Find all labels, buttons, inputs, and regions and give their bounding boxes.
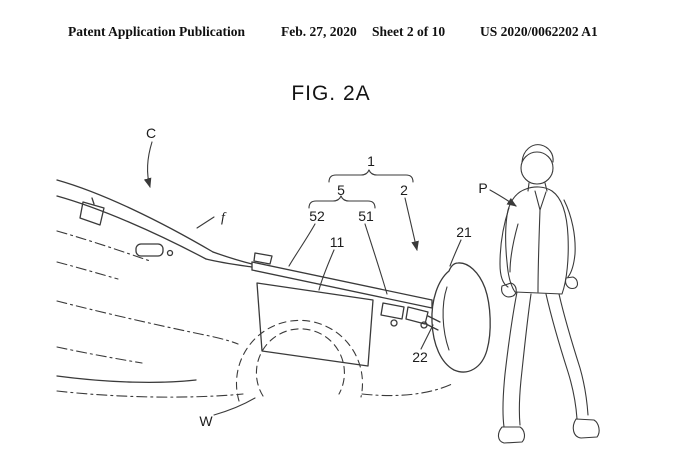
label-22: 22	[412, 349, 428, 365]
brace-1	[328, 169, 414, 183]
door-keyhole	[166, 249, 174, 257]
leader-W	[213, 397, 256, 416]
front-leg-outer	[502, 291, 518, 428]
neck-right	[544, 182, 548, 192]
leader-2	[404, 197, 419, 252]
rail-top-line	[251, 261, 433, 301]
reference-leaders	[143, 141, 517, 416]
wheel-inner-arch	[255, 328, 345, 397]
back-leg-inner	[558, 293, 589, 416]
rocker-hidden-line-left	[56, 390, 244, 398]
label-11: 11	[330, 234, 345, 250]
airbag-crease	[442, 286, 450, 351]
far-arm	[563, 199, 576, 278]
mirror-bracket	[91, 197, 95, 205]
leader-51	[364, 223, 388, 295]
leader-P	[489, 189, 517, 207]
wheel-arch	[235, 319, 364, 402]
side-mirror	[79, 201, 105, 226]
body-hidden-line-1	[56, 230, 151, 262]
near-arm-inner	[509, 223, 519, 273]
header-publication: Patent Application Publication	[68, 24, 246, 39]
door-top-line	[205, 258, 253, 268]
front-leg-inner	[518, 293, 532, 426]
header-date: Feb. 27, 2020	[281, 24, 357, 39]
leader-f	[196, 216, 215, 229]
bracket-link-1	[427, 315, 441, 323]
label-5: 5	[337, 182, 345, 198]
jacket-seam	[537, 209, 541, 293]
deployable-device	[251, 252, 441, 367]
label-51: 51	[358, 208, 374, 224]
a-pillar-line	[56, 195, 207, 260]
label-P: P	[478, 180, 487, 196]
label-52: 52	[309, 208, 325, 224]
body-hidden-line-3	[56, 300, 239, 345]
end-bracket	[405, 306, 429, 325]
label-W: W	[199, 413, 213, 429]
protection-panel	[256, 282, 374, 367]
label-21: 21	[456, 224, 472, 240]
figure-title: FIG. 2A	[291, 82, 371, 105]
leader-22	[420, 324, 434, 350]
rocker-hidden-line-right	[361, 383, 453, 397]
leader-C	[143, 141, 153, 189]
label-1: 1	[367, 153, 375, 169]
label-2: 2	[400, 182, 408, 198]
rail-left-bracket	[253, 252, 273, 265]
door-handle	[135, 243, 164, 257]
leader-11	[318, 249, 335, 291]
far-hand	[565, 276, 578, 289]
leader-52	[288, 223, 316, 267]
rail-bottom-line	[251, 269, 433, 309]
neck-left	[527, 182, 530, 192]
back-shoe	[572, 418, 600, 439]
header-sheet: Sheet 2 of 10	[372, 24, 446, 39]
airbag-outline	[431, 262, 491, 373]
lapel	[534, 190, 547, 211]
back-leg-outer	[545, 293, 578, 420]
windshield-line	[56, 179, 214, 253]
body-hidden-line-2	[56, 261, 119, 280]
rail-carriage	[380, 302, 405, 320]
near-hand	[501, 282, 517, 298]
reference-labels: C f 1 5 2 52 51 11 21 22 P W	[146, 125, 488, 429]
header-doc-number: US 2020/0062202 A1	[480, 24, 598, 39]
brace-5	[308, 195, 376, 209]
carriage-roller-1	[390, 319, 398, 327]
label-C: C	[146, 125, 156, 141]
jacket	[505, 186, 569, 295]
hair	[521, 144, 554, 163]
body-hidden-line-4	[56, 346, 143, 364]
label-f: f	[221, 211, 227, 226]
airbag	[431, 262, 491, 373]
near-arm-outer	[499, 207, 510, 288]
leader-21	[449, 239, 462, 267]
cowl-line	[212, 251, 253, 265]
pedestrian	[497, 144, 600, 444]
front-shoe	[497, 426, 525, 444]
car	[56, 179, 453, 402]
door-bottom-line	[56, 375, 197, 383]
head	[520, 151, 554, 185]
